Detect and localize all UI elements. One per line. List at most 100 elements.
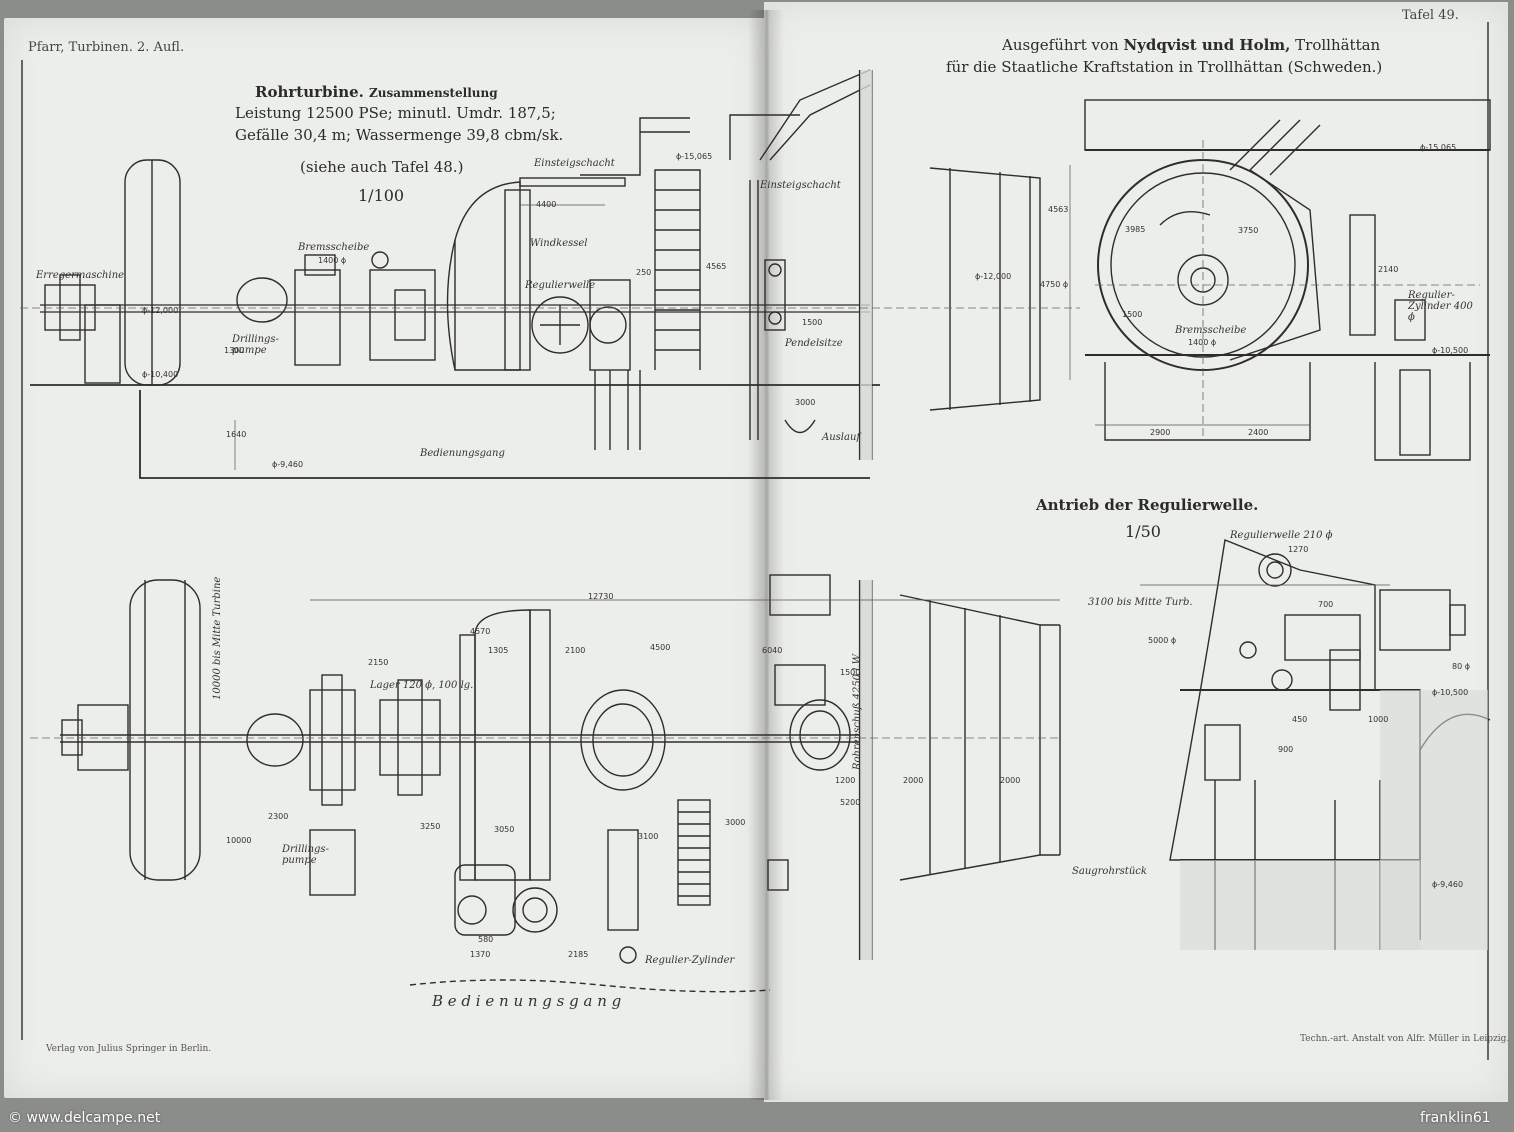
dimension-label: 3050 (494, 825, 515, 834)
level-mark-1: ϕ-15,065 (676, 152, 713, 161)
title-main: Rohrturbine. (255, 83, 364, 101)
dimension-label: 5200 (840, 798, 861, 807)
dimension-label: 3750 (1238, 226, 1259, 235)
dimension-label: 1300 (224, 346, 245, 355)
maker-name: Nydqvist und Holm, (1123, 36, 1291, 54)
dimension-label: 3100 (638, 832, 659, 841)
label-drillingspumpe-plan: Drillings-pumpe (282, 844, 329, 866)
dimension-label: 4565 (706, 262, 727, 271)
flywheel-plan (129, 579, 201, 881)
label-bedienungsgang: Bedienungsgang (420, 448, 505, 459)
label-erregermaschine: Erregermaschine (36, 270, 125, 281)
publisher-footer: Verlag von Julius Springer in Berlin. (46, 1044, 212, 1054)
dimension-label: 80 ϕ (1452, 662, 1470, 671)
label-pendelsitze: Pendelsitze (785, 338, 843, 349)
level-mark-5: ϕ-12,000 (975, 272, 1012, 281)
title-sub: Zusammenstellung (368, 86, 498, 100)
dimension-label: 580 (478, 935, 494, 944)
level-mark-6: ϕ-15,065 (1420, 143, 1457, 152)
dimension-label: 2100 (565, 646, 586, 655)
dimension-label: 1200 (835, 776, 856, 785)
dimension-label: 1305 (488, 646, 509, 655)
book-header-left: Pfarr, Turbinen. 2. Aufl. (28, 40, 185, 55)
dimension-label: 1500 (802, 318, 823, 327)
level-mark-8: ϕ-10,500 (1432, 688, 1469, 697)
dimension-label: 4400 (536, 200, 557, 209)
plate-number: Tafel 49. (1402, 8, 1459, 23)
level-mark-7: ϕ-10,500 (1432, 346, 1469, 355)
dimension-label: 1270 (1288, 545, 1309, 554)
label-drillingspumpe: Drillings-pumpe (232, 334, 279, 356)
label-bremsscheibe-right-diameter: 1400 ϕ (1188, 338, 1217, 347)
dimension-label: 2140 (1378, 265, 1399, 274)
dimension-label: 3250 (420, 822, 441, 831)
dimension-label: 4750 ϕ (1040, 280, 1069, 289)
dimension-label: 4500 (650, 643, 671, 652)
label-regulierwelle-detail: Regulierwelle 210 ϕ (1230, 530, 1333, 541)
dimension-label: 12730 (588, 592, 614, 601)
level-mark-2: ϕ-12,000 (142, 306, 179, 315)
maker-line-1: Ausgeführt von Nydqvist und Holm, Trollh… (1002, 36, 1380, 54)
label-einsteigschacht-2: Einsteigschacht (760, 180, 841, 191)
dimension-label: 1370 (470, 950, 491, 959)
dimension-label: 1500 (840, 668, 861, 677)
label-bremsscheibe-diameter: 1400 ϕ (318, 256, 347, 265)
dimension-label: 250 (636, 268, 652, 277)
label-bremsscheibe-right: Bremsscheibe (1175, 325, 1247, 336)
book-gutter (748, 10, 784, 1100)
detail-scale: 1/50 (1125, 522, 1161, 541)
label-lager: Lager 120 ϕ, 100 lg. (370, 680, 474, 691)
dimension-label: 700 (1318, 600, 1334, 609)
label-bis-mitte-turb: 3100 bis Mitte Turb. (1088, 597, 1193, 608)
maker-place: Trollhättan (1295, 36, 1381, 54)
dimension-label: 1500 (1122, 310, 1143, 319)
scale-main: 1/100 (358, 186, 405, 205)
watermark-seller: franklin61 (1420, 1110, 1491, 1126)
watermark-delcampe: © www.delcampe.net (8, 1110, 161, 1126)
dimension-label: 2900 (1150, 428, 1171, 437)
level-mark-4: ϕ-9,460 (272, 460, 304, 469)
dimension-label: 1000 (1368, 715, 1389, 724)
reference-note: (siehe auch Tafel 48.) (300, 158, 464, 176)
label-einsteigschacht-1: Einsteigschacht (534, 158, 615, 169)
dimension-label: 3000 (725, 818, 746, 827)
label-saugrohrstueck: Saugrohrstück (1072, 866, 1147, 877)
label-regulier-zylinder: Regulier-Zylinder (645, 955, 735, 966)
maker-line-2: für die Staatliche Kraftstation in Troll… (946, 58, 1383, 76)
staircase-elevation (654, 169, 701, 370)
maker-prefix: Ausgeführt von (1002, 36, 1119, 54)
dimension-label: 3985 (1125, 225, 1146, 234)
dimension-label: 5000 ϕ (1148, 636, 1177, 645)
label-regulierwelle: Regulierwelle (525, 280, 596, 291)
label-bedienungsgang-plan: B e d i e n u n g s g a n g (432, 992, 622, 1010)
level-mark-9: ϕ-9,460 (1432, 880, 1464, 889)
plate-title: Rohrturbine. Zusammenstellung (255, 82, 498, 101)
dimension-label: 2400 (1248, 428, 1269, 437)
dimension-label: 10000 (226, 836, 252, 845)
dimension-label: 4563 (1048, 205, 1069, 214)
label-bis-mitte-turbine: 10000 bis Mitte Turbine (212, 576, 223, 700)
dimension-label: 6040 (762, 646, 783, 655)
label-windkessel: Windkessel (530, 238, 588, 249)
detail-title: Antrieb der Regulierwelle. (1036, 496, 1259, 514)
spec-line-2: Gefälle 30,4 m; Wassermenge 39,8 cbm/sk. (235, 126, 564, 144)
label-bremsscheibe: Bremsscheibe (298, 242, 370, 253)
dimension-label: 2000 (903, 776, 924, 785)
dimension-label: 2150 (368, 658, 389, 667)
dimension-label: 2185 (568, 950, 589, 959)
dimension-label: 2300 (268, 812, 289, 821)
dimension-label: 2000 (1000, 776, 1021, 785)
spec-line-1: Leistung 12500 PSe; minutl. Umdr. 187,5; (235, 104, 556, 122)
label-auslauf: Auslauf (822, 432, 861, 443)
printer-footer: Techn.-art. Anstalt von Alfr. Müller in … (1300, 1034, 1510, 1044)
dimension-label: 900 (1278, 745, 1294, 754)
dimension-label: 3000 (795, 398, 816, 407)
dimension-label: 4570 (470, 627, 491, 636)
level-mark-3: ϕ-10,400 (142, 370, 179, 379)
dimension-label: 450 (1292, 715, 1308, 724)
staircase-plan (677, 799, 711, 906)
dimension-label: 1640 (226, 430, 247, 439)
label-regulier-zylinder-right: Regulier-Zylinder 400 ϕ (1408, 290, 1473, 323)
